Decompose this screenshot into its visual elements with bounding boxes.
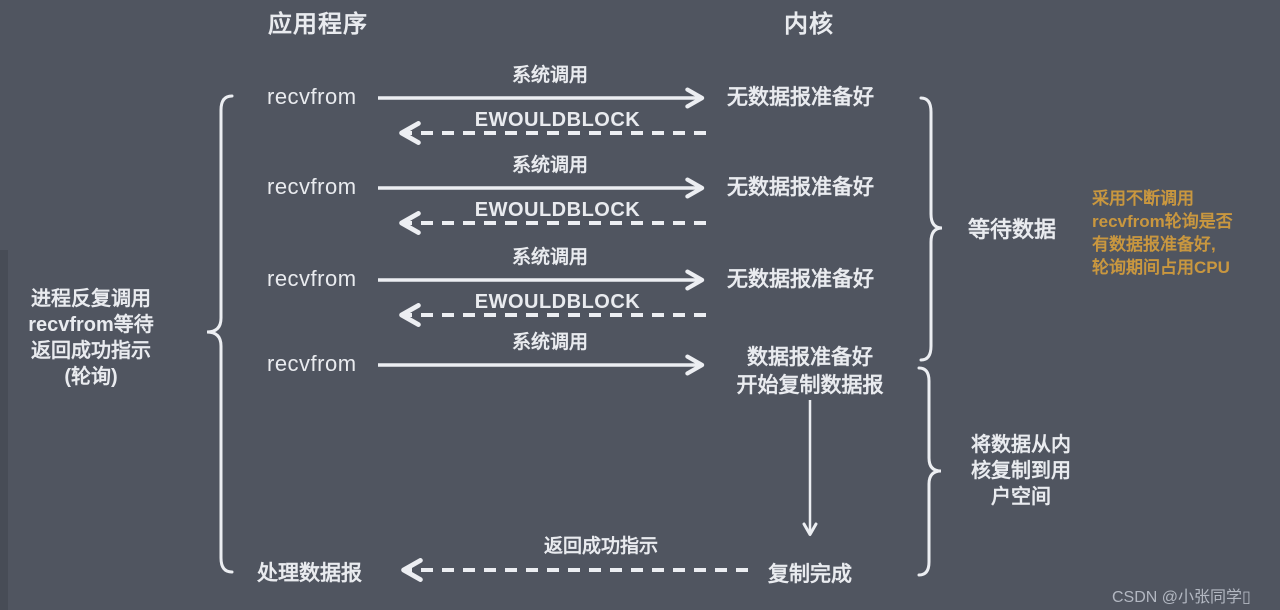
datagram-ready-line2: 开始复制数据报 xyxy=(736,374,884,397)
polling-annotation: 采用不断调用 recvfrom轮询是否 有数据报准备好, 轮询期间占用CPU xyxy=(1092,187,1233,279)
annotation-line1: 采用不断调用 xyxy=(1092,189,1194,208)
recvfrom-label-2: recvfrom xyxy=(267,174,357,199)
ewouldblock-label-3: EWOULDBLOCK xyxy=(474,291,641,313)
process-datagram-label: 处理数据报 xyxy=(257,562,362,585)
recvfrom-label-1: recvfrom xyxy=(267,84,357,109)
copy-data-brace xyxy=(917,366,942,577)
kernel-status-label-1: 无数据报准备好 xyxy=(727,86,874,109)
app-column-header: 应用程序 xyxy=(268,11,368,38)
recvfrom-label-3: recvfrom xyxy=(267,266,357,291)
syscall-label-4: 系统调用 xyxy=(511,332,588,353)
syscall-label-3: 系统调用 xyxy=(511,247,588,268)
copy-label-line2: 核复制到用 xyxy=(971,460,1071,482)
return-success-label: 返回成功指示 xyxy=(543,536,658,557)
datagram-ready-line1: 数据报准备好 xyxy=(747,346,873,369)
copy-done-label: 复制完成 xyxy=(768,563,852,586)
polling-note-line2: recvfrom等待 xyxy=(28,314,154,336)
ewouldblock-label-1: EWOULDBLOCK xyxy=(474,109,641,131)
kernel-status-label-3: 无数据报准备好 xyxy=(727,268,874,291)
kernel-status-label-2: 无数据报准备好 xyxy=(727,176,874,199)
ewouldblock-label-2: EWOULDBLOCK xyxy=(474,199,641,221)
datagram-ready-label: 数据报准备好 开始复制数据报 xyxy=(712,344,908,400)
syscall-label-1: 系统调用 xyxy=(511,65,588,86)
annotation-line3: 有数据报准备好, xyxy=(1092,235,1216,254)
copy-to-user-label: 将数据从内 核复制到用 户空间 xyxy=(950,432,1092,510)
left-polling-brace xyxy=(206,94,234,574)
wait-data-label: 等待数据 xyxy=(968,217,1057,242)
copy-label-line1: 将数据从内 xyxy=(971,434,1071,456)
wait-data-brace xyxy=(919,96,943,362)
recvfrom-label-4: recvfrom xyxy=(267,351,357,376)
annotation-line4: 轮询期间占用CPU xyxy=(1092,258,1230,277)
polling-left-note: 进程反复调用 recvfrom等待 返回成功指示 (轮询) xyxy=(2,286,180,390)
syscall-label-2: 系统调用 xyxy=(511,155,588,176)
polling-note-line4: (轮询) xyxy=(64,366,118,388)
annotation-line2: recvfrom轮询是否 xyxy=(1092,212,1233,231)
polling-note-line3: 返回成功指示 xyxy=(31,340,151,362)
csdn-watermark: CSDN @小张同学▯ xyxy=(1112,589,1251,606)
kernel-column-header: 内核 xyxy=(784,11,834,38)
copy-label-line3: 户空间 xyxy=(991,486,1051,508)
left-edge-shade xyxy=(0,250,8,610)
polling-note-line1: 进程反复调用 xyxy=(31,288,151,310)
